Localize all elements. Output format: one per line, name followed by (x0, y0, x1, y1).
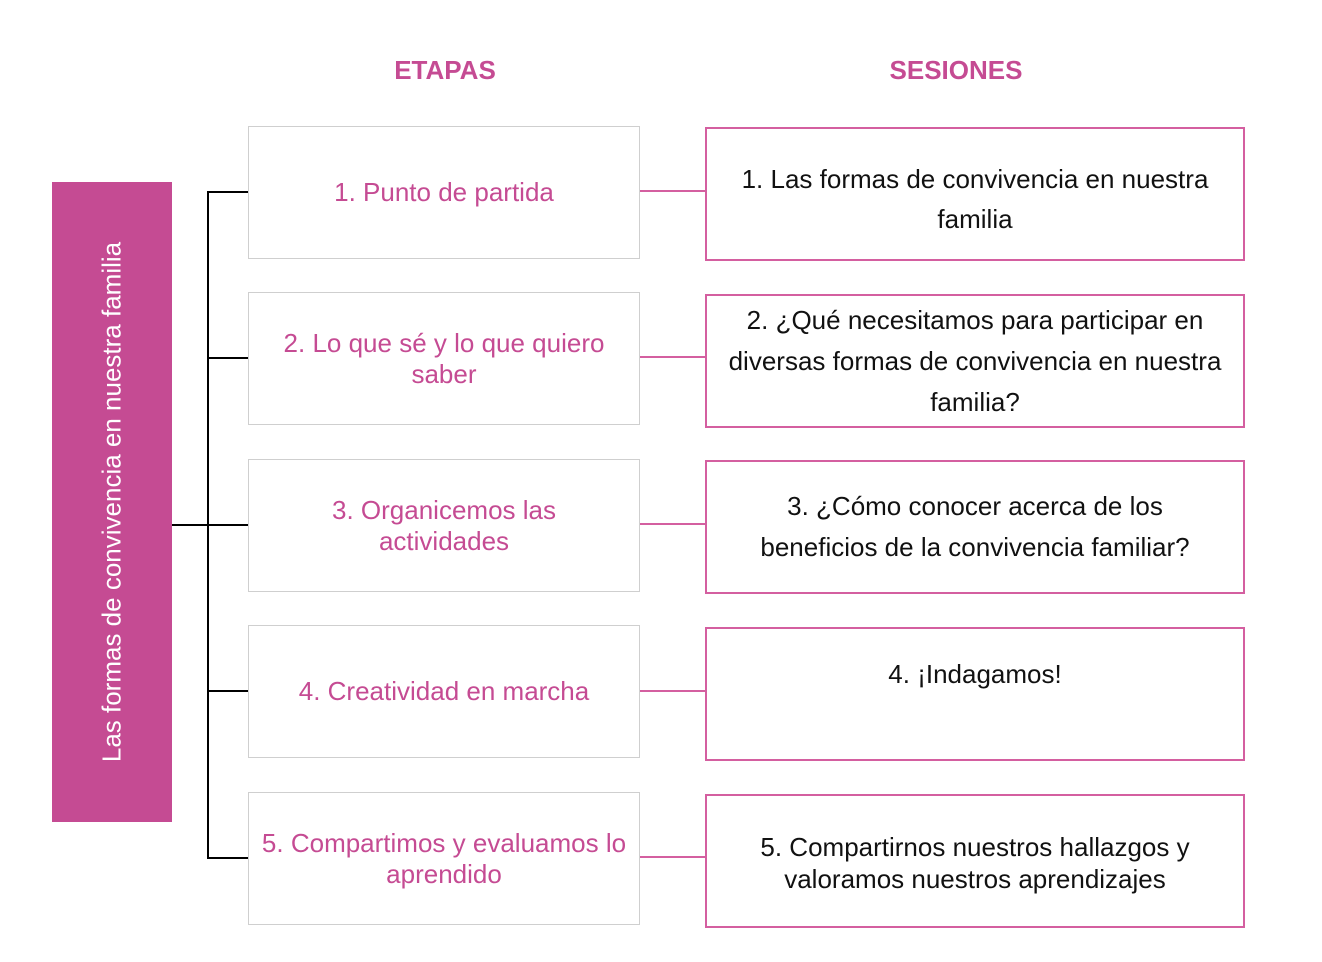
branch-connector-2 (207, 357, 248, 359)
session-label: 2. ¿Qué necesitamos para participar en d… (728, 305, 1222, 417)
stage-box-3: 3. Organicemos las actividades (248, 459, 640, 592)
etapas-header: ETAPAS (394, 55, 496, 85)
topic-box: Las formas de convivencia en nuestra fam… (52, 182, 172, 822)
branch-connector-4 (207, 690, 248, 692)
stage-label: 5. Compartimos y evaluamos lo aprendido (261, 827, 627, 889)
stage-box-4: 4. Creatividad en marcha (248, 625, 640, 758)
branch-connector-3 (207, 524, 248, 526)
trunk-connector (172, 524, 208, 526)
session-label: 4. ¡Indagamos! (888, 659, 1062, 689)
link-connector-1 (640, 190, 705, 192)
stage-box-1: 1. Punto de partida (248, 126, 640, 259)
link-connector-2 (640, 356, 705, 358)
stage-label: 1. Punto de partida (334, 177, 554, 207)
branch-connector-5 (207, 857, 248, 859)
stage-box-5: 5. Compartimos y evaluamos lo aprendido (248, 792, 640, 925)
session-label: 1. Las formas de convivencia en nuestra … (741, 164, 1209, 234)
link-connector-4 (640, 690, 705, 692)
topic-label: Las formas de convivencia en nuestra fam… (96, 241, 127, 763)
session-box-2: 2. ¿Qué necesitamos para participar en d… (705, 294, 1245, 428)
sesiones-header: SESIONES (889, 55, 1023, 85)
branch-connector-1 (207, 191, 248, 193)
session-box-3: 3. ¿Cómo conocer acerca de los beneficio… (705, 460, 1245, 594)
stage-box-2: 2. Lo que sé y lo que quiero saber (248, 292, 640, 425)
session-label: 3. ¿Cómo conocer acerca de los beneficio… (760, 491, 1190, 562)
link-connector-5 (640, 856, 705, 858)
stage-label: 2. Lo que sé y lo que quiero saber (283, 327, 605, 389)
link-connector-3 (640, 523, 705, 525)
stage-label: 4. Creatividad en marcha (298, 676, 590, 706)
session-box-1: 1. Las formas de convivencia en nuestra … (705, 127, 1245, 261)
stage-label: 3. Organicemos las actividades (332, 494, 556, 556)
session-box-5: 5. Compartirnos nuestros hallazgos y val… (705, 794, 1245, 928)
session-box-4: 4. ¡Indagamos! (705, 627, 1245, 761)
session-label: 5. Compartirnos nuestros hallazgos y val… (760, 832, 1190, 894)
